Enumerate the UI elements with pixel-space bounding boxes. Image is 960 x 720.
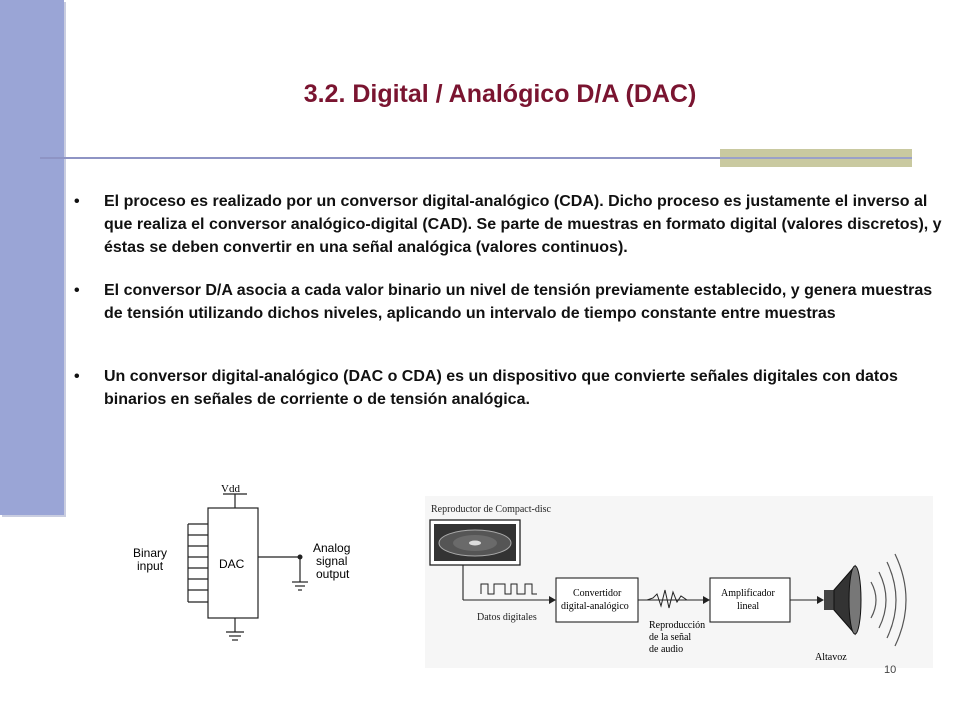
- digital-pulse-signal: [480, 583, 537, 595]
- bullet-text-2: El conversor D/A asocia a cada valor bin…: [104, 282, 933, 322]
- sidebar-decoration: [0, 0, 64, 515]
- amplifier-label-1: Amplificador: [721, 588, 776, 599]
- dac-block-diagram: Vdd Binary input DAC Analog signal outpu…: [133, 483, 350, 641]
- bullet-text-3: Un conversor digital-analógico (DAC o CD…: [104, 368, 898, 408]
- dac-block-label: DAC: [219, 557, 245, 571]
- title-divider: [40, 157, 912, 159]
- vdd-label: Vdd: [221, 483, 240, 495]
- speaker-label: Altavoz: [815, 652, 847, 663]
- page-number: 10: [884, 664, 897, 676]
- analog-output-label-3: output: [316, 567, 350, 581]
- binary-input-label-1: Binary: [133, 546, 167, 560]
- converter-label-1: Convertidor: [573, 588, 622, 599]
- speaker-icon: [824, 564, 862, 636]
- bullet-item-1: • El proceso es realizado por un convers…: [74, 190, 944, 259]
- reproduction-label-2: de la señal: [649, 632, 691, 643]
- cd-player-icon: [429, 519, 521, 566]
- bullet-list: • El proceso es realizado por un convers…: [74, 190, 944, 411]
- bullet-item-3: • Un conversor digital-analógico (DAC o …: [74, 365, 944, 411]
- converter-block: [555, 577, 639, 623]
- bullet-text-1: El proceso es realizado por un conversor…: [104, 193, 942, 256]
- reproduction-label-3: de audio: [649, 644, 683, 655]
- converter-label-2: digital-analógico: [561, 601, 629, 612]
- dac-block: [207, 507, 259, 619]
- output-node: [297, 554, 303, 560]
- slide-title: 3.2. Digital / Analógico D/A (DAC): [303, 80, 697, 108]
- bullet-item-2: • El conversor D/A asocia a cada valor b…: [74, 279, 944, 325]
- cd-player-label: Reproductor de Compact-disc: [431, 504, 552, 515]
- sound-waves: [870, 553, 907, 647]
- digital-data-label: Datos digitales: [477, 612, 537, 623]
- divider-accent-line: [720, 157, 912, 159]
- amplifier-block: [709, 577, 791, 623]
- analog-output-label-1: Analog: [313, 541, 350, 555]
- cd-player-chain-diagram: Reproductor de Compact-disc Datos digita…: [425, 496, 933, 668]
- amplifier-label-2: lineal: [737, 601, 759, 612]
- bullet-glyph: •: [74, 282, 80, 299]
- analog-output-label-2: signal: [316, 554, 347, 568]
- bullet-glyph: •: [74, 368, 80, 385]
- bullet-glyph: •: [74, 193, 80, 210]
- binary-input-label-2: input: [137, 559, 164, 573]
- reproduction-label-1: Reproducción: [649, 620, 705, 631]
- analog-wave-signal: [646, 589, 695, 609]
- input-lines: [188, 523, 208, 603]
